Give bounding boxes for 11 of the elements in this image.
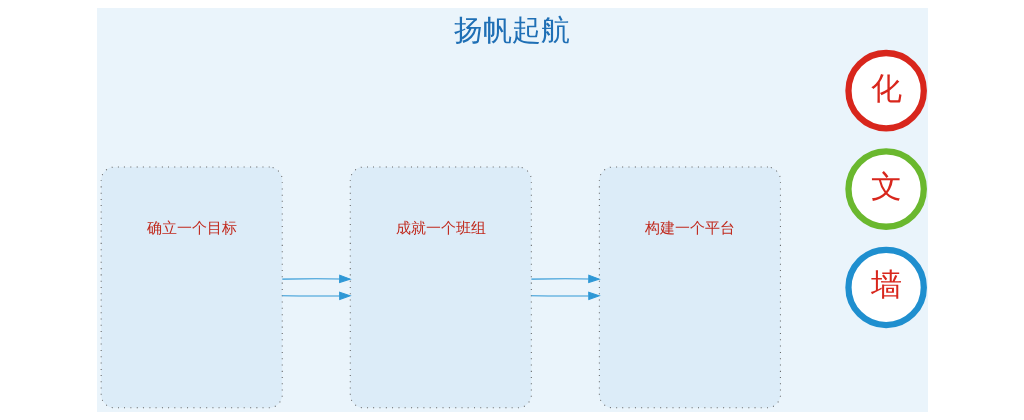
diagram-title: 扬帆起航 bbox=[454, 12, 570, 47]
node-circle: 文 bbox=[844, 148, 927, 230]
node-box: 成就一个班组 bbox=[349, 166, 532, 409]
node-box: 构建一个平台 bbox=[598, 166, 781, 409]
node-box: 确立一个目标 bbox=[100, 166, 283, 409]
arrow bbox=[530, 291, 601, 301]
node-circle: 化 bbox=[844, 49, 927, 132]
arrow bbox=[530, 274, 601, 284]
node-circle: 墙 bbox=[844, 246, 927, 329]
arrow bbox=[281, 291, 352, 301]
arrow bbox=[281, 274, 352, 284]
